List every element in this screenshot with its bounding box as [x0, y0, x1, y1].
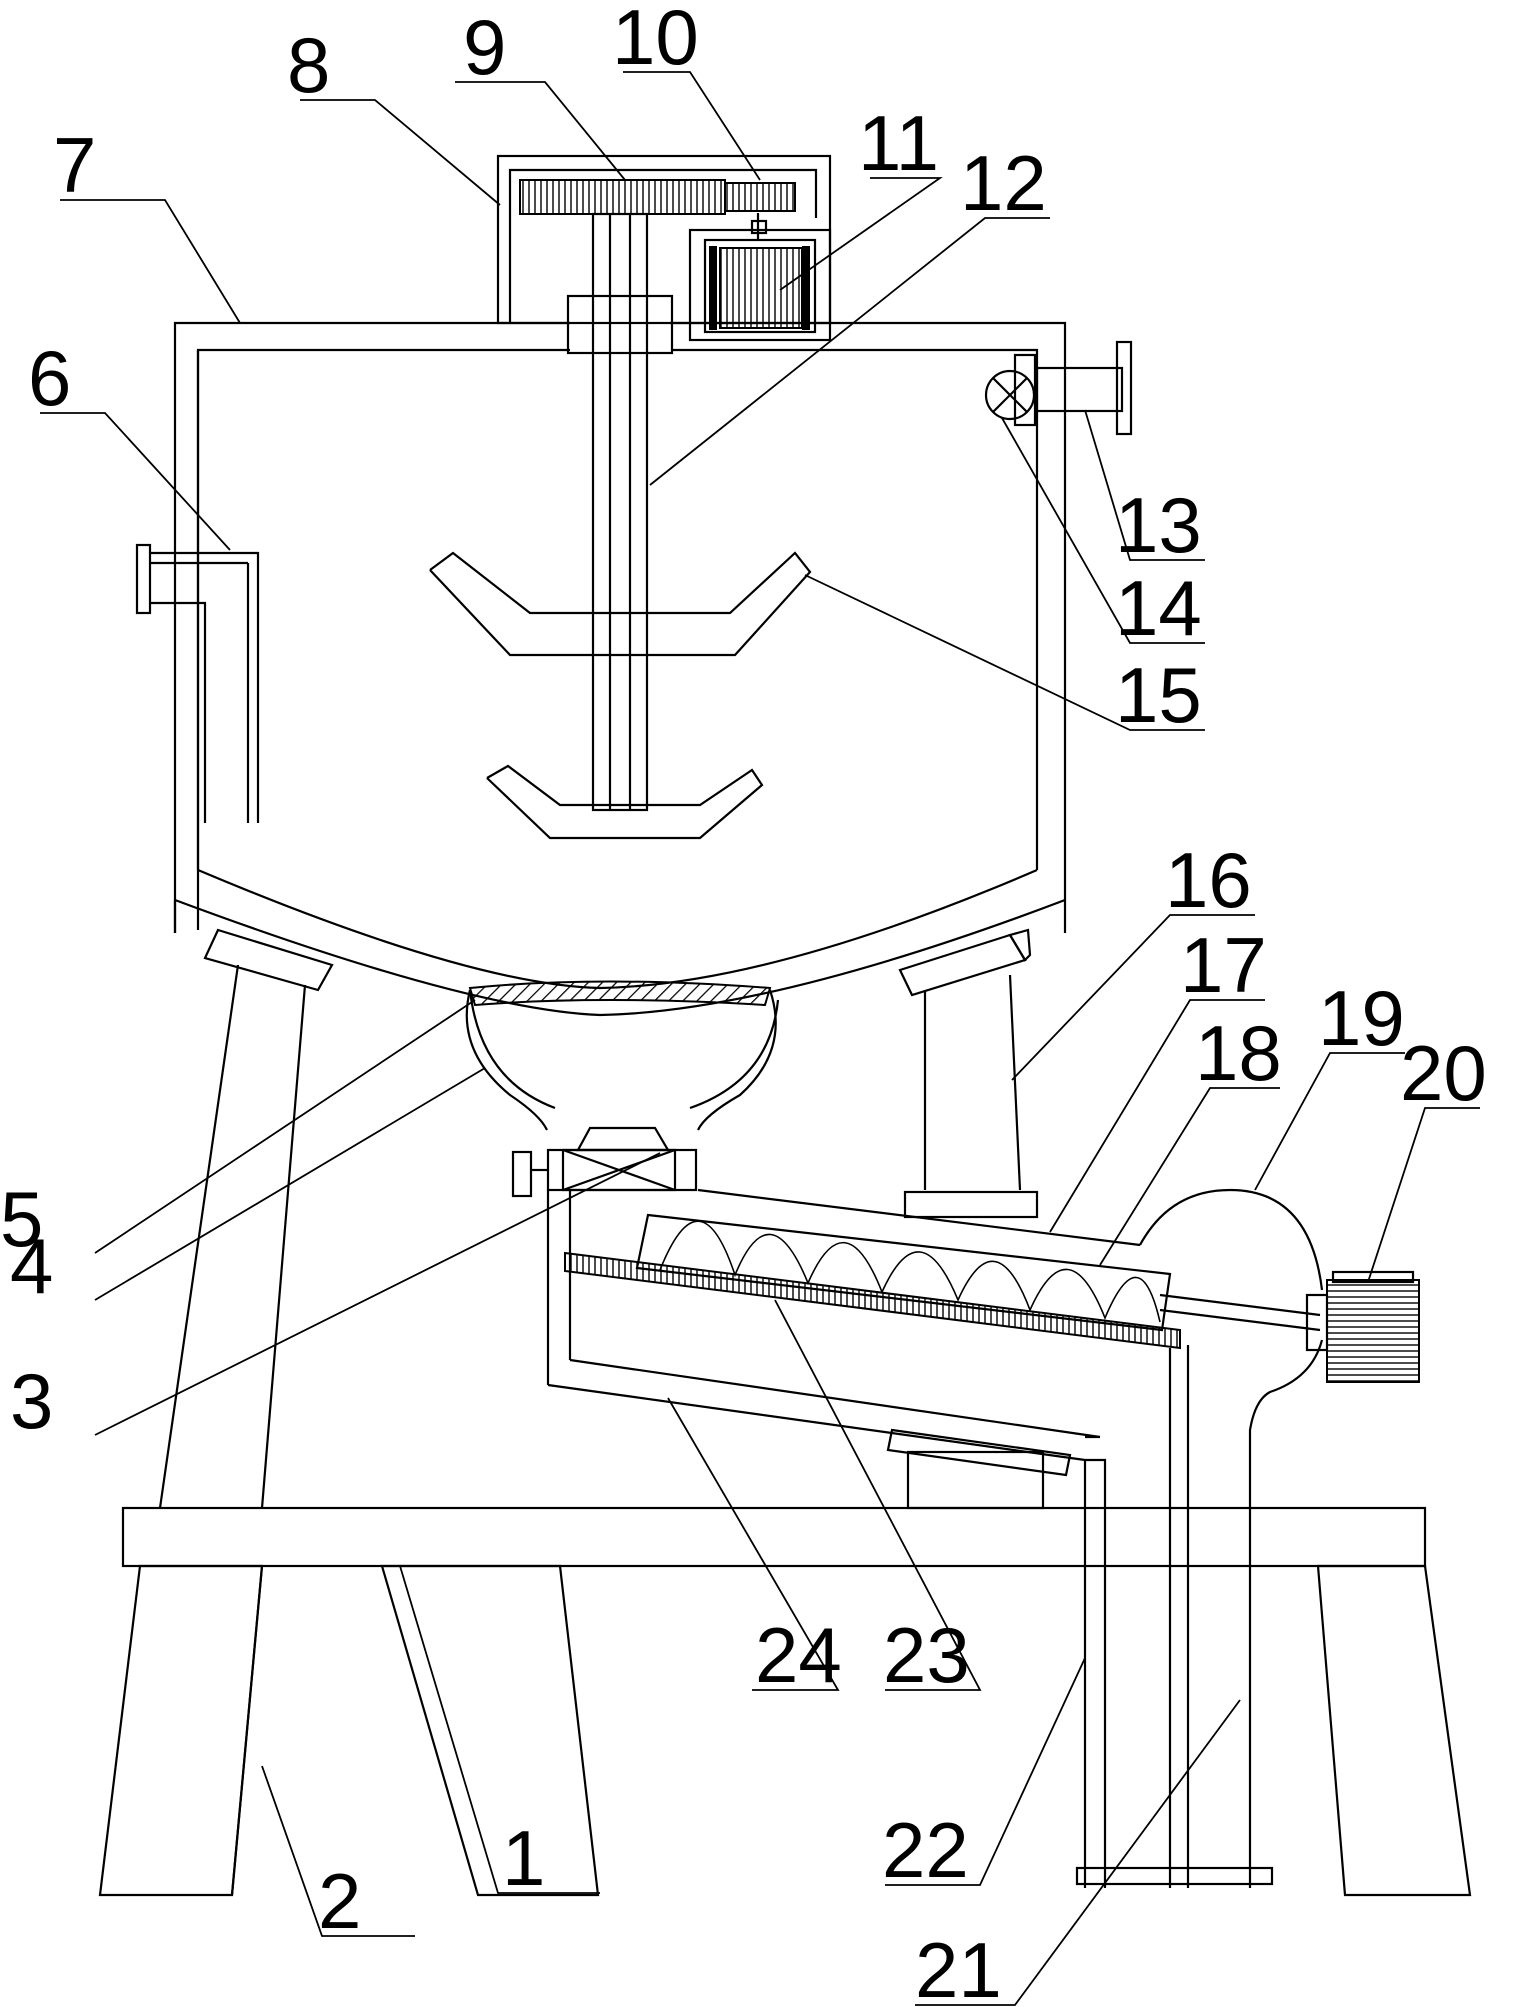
label-21: 21 [915, 1926, 1002, 2007]
gear-box [496, 154, 832, 342]
label-17: 17 [1180, 921, 1267, 1009]
label-9: 9 [463, 3, 506, 91]
label-19: 19 [1318, 974, 1405, 1062]
tank [173, 321, 1067, 1017]
discharge-valve [511, 1126, 698, 1198]
label-24: 24 [755, 1611, 842, 1699]
label-10: 10 [612, 0, 699, 81]
label-20: 20 [1400, 1029, 1487, 1117]
part-labels: 1 2 3 4 5 6 7 8 9 10 11 12 13 14 15 16 1… [0, 0, 1487, 2007]
label-15: 15 [1115, 651, 1202, 739]
leader-lines [40, 71, 1480, 2006]
label-22: 22 [882, 1806, 969, 1894]
right-outlet [984, 340, 1133, 436]
label-8: 8 [287, 21, 330, 109]
label-14: 14 [1115, 564, 1202, 652]
label-4: 4 [10, 1222, 53, 1310]
liquid-inlet [135, 543, 260, 823]
stirring-shaft [566, 212, 674, 812]
label-13: 13 [1115, 481, 1202, 569]
label-1: 1 [502, 1814, 545, 1902]
label-7: 7 [53, 121, 96, 209]
label-6: 6 [28, 334, 71, 422]
label-11: 11 [858, 99, 939, 187]
label-16: 16 [1165, 836, 1252, 924]
label-23: 23 [883, 1611, 970, 1699]
label-18: 18 [1195, 1009, 1282, 1097]
base-table [98, 1506, 1472, 1897]
label-5: 5 [0, 1175, 43, 1263]
support-legs [158, 928, 1032, 1896]
lower-hopper [465, 980, 780, 1131]
screw-conveyor [546, 1188, 1420, 1462]
label-2: 2 [318, 1857, 361, 1945]
label-3: 3 [10, 1357, 53, 1445]
label-12: 12 [960, 139, 1047, 227]
discharge-pipes [886, 1345, 1274, 1888]
stirring-blades [429, 551, 812, 840]
